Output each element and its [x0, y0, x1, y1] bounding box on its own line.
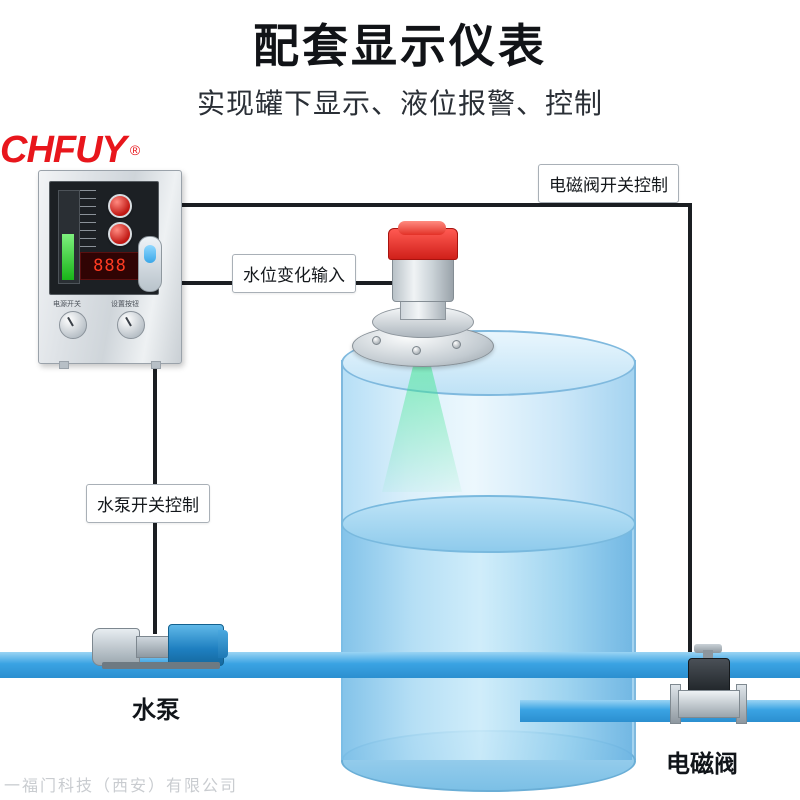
- controller-cabinet[interactable]: 888 电源开关 设置按钮: [38, 170, 182, 369]
- page-title: 配套显示仪表: [253, 20, 547, 72]
- alarm-indicator-lower-icon[interactable]: [108, 222, 132, 246]
- valve-stem: [703, 650, 713, 662]
- tank-liquid-surface: [341, 495, 636, 553]
- cabinet-label-power: 电源开关: [53, 301, 81, 308]
- page-subtitle: 实现罐下显示、液位报警、控制: [196, 88, 603, 119]
- tank-liquid-body: [341, 522, 632, 760]
- pump-volute: [92, 628, 140, 666]
- brand-logo-text: CHFUY: [0, 129, 127, 171]
- watermark-text: 一福门科技（西安）有限公司: [4, 778, 239, 795]
- controller-panel: 888: [49, 181, 162, 295]
- callout-level-input: 水位变化输入: [232, 254, 356, 293]
- panel-rocker-switch[interactable]: [138, 236, 162, 292]
- cabinet-foot-left: [59, 361, 69, 369]
- cabinet-label-setting: 设置按钮: [111, 301, 139, 308]
- valve-top-cap: [694, 644, 722, 653]
- water-pump: [92, 620, 228, 669]
- pump-motor-cap: [218, 630, 228, 658]
- solenoid-coil: [688, 658, 730, 694]
- cabinet-foot-right: [151, 361, 161, 369]
- valve-body: [678, 690, 740, 718]
- wire-cabinet-to-valve-top: [180, 203, 692, 207]
- caption-pump: 水泵: [132, 697, 180, 724]
- level-bargraph-fill: [62, 234, 74, 280]
- setting-dial-knob[interactable]: [117, 311, 145, 339]
- callout-pump-control: 水泵开关控制: [86, 484, 210, 523]
- flange-bolt-icon: [412, 346, 421, 355]
- brand-logo: CHFUY ®: [0, 128, 252, 172]
- flange-bolt-icon: [452, 340, 461, 349]
- wire-right-vertical: [688, 203, 692, 697]
- caption-valve: 电磁阀: [666, 751, 738, 778]
- registered-mark-icon: ®: [129, 142, 141, 158]
- pump-motor: [168, 624, 224, 666]
- sensor-cap-top: [398, 221, 446, 235]
- callout-valve-control: 电磁阀开关控制: [538, 164, 679, 203]
- sensor-housing: [392, 252, 454, 302]
- pump-baseplate: [102, 662, 220, 669]
- flange-bolt-icon: [372, 336, 381, 345]
- power-dial-knob[interactable]: [59, 311, 87, 339]
- alarm-indicator-upper-icon[interactable]: [108, 194, 132, 218]
- pump-coupling: [136, 636, 172, 658]
- digital-readout: 888: [80, 252, 140, 280]
- level-bargraph: [58, 190, 80, 284]
- water-pipe-outlet: [520, 700, 800, 722]
